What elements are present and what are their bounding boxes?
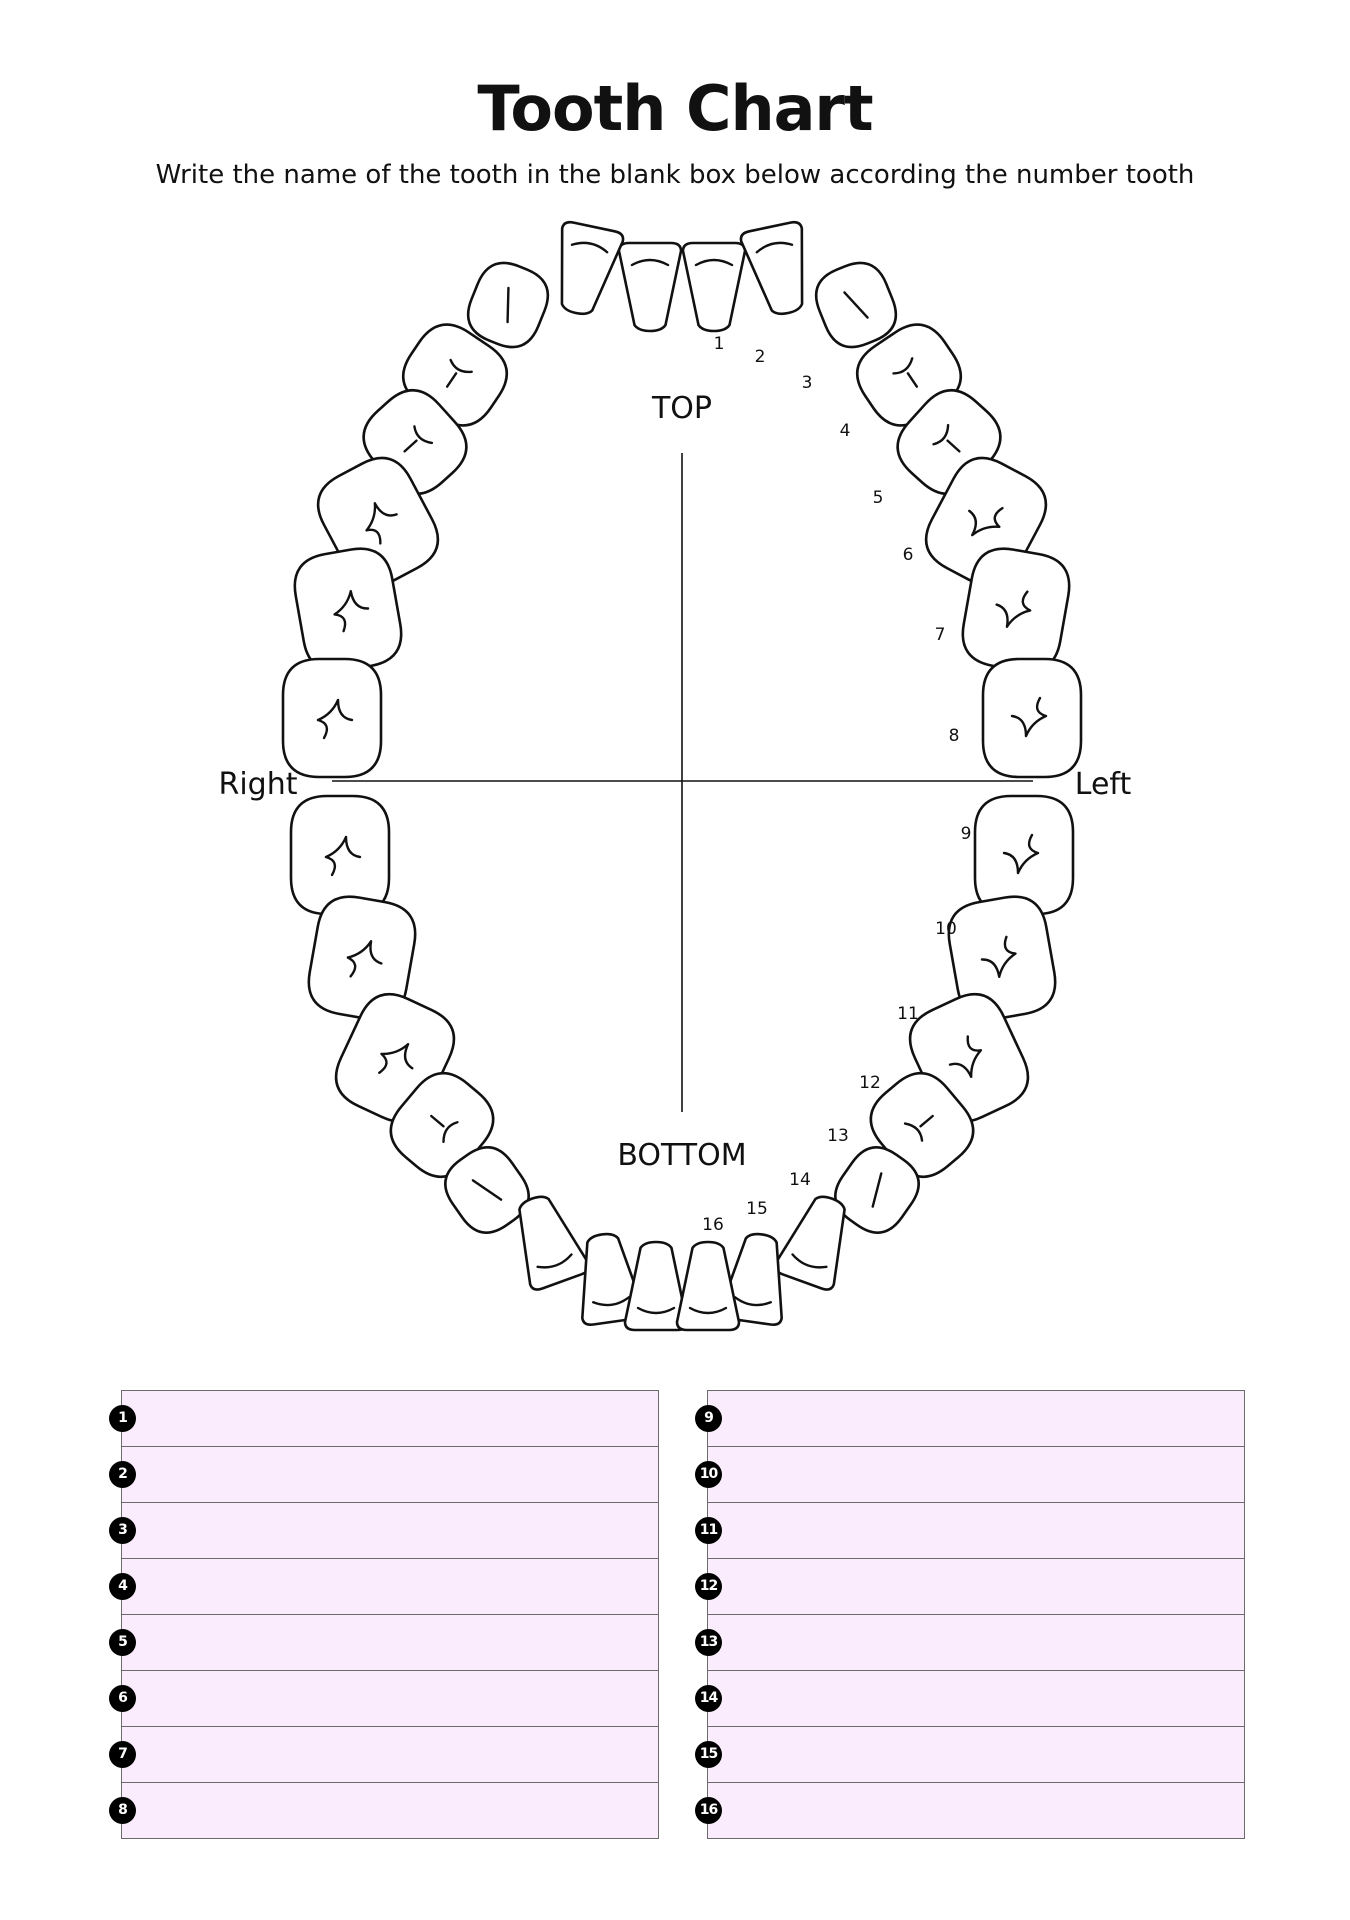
number-badge: 3 <box>109 1517 136 1544</box>
answer-box[interactable]: 8 <box>109 1782 659 1839</box>
answer-box[interactable]: 5 <box>109 1614 659 1670</box>
tooth-number-label: 5 <box>873 488 884 508</box>
tooth <box>869 1071 975 1179</box>
answer-box[interactable]: 15 <box>695 1726 1245 1782</box>
number-badge: 14 <box>695 1685 722 1712</box>
answer-box[interactable]: 16 <box>695 1782 1245 1839</box>
answer-box[interactable]: 13 <box>695 1614 1245 1670</box>
tooth <box>981 657 1083 779</box>
answer-column-left: 1 2 3 4 5 6 7 8 <box>109 1390 659 1839</box>
label-bottom: BOTTOM <box>617 1138 746 1173</box>
number-badge: 4 <box>109 1573 136 1600</box>
number-badge: 13 <box>695 1629 722 1656</box>
answer-box[interactable]: 3 <box>109 1502 659 1558</box>
instructions: Write the name of the tooth in the blank… <box>155 160 1195 190</box>
answer-box[interactable]: 7 <box>109 1726 659 1782</box>
tooth-number-label: 16 <box>702 1215 724 1235</box>
answer-box[interactable]: 2 <box>109 1446 659 1502</box>
tooth-number-label: 12 <box>859 1073 881 1093</box>
number-badge: 16 <box>695 1797 722 1824</box>
tooth-number-label: 14 <box>789 1170 811 1190</box>
tooth-number-label: 11 <box>897 1004 919 1024</box>
tooth-number-label: 3 <box>802 373 813 393</box>
tooth-number-label: 15 <box>746 1199 768 1219</box>
tooth <box>444 1146 530 1234</box>
tooth <box>617 241 683 333</box>
tooth-number-label: 2 <box>755 347 766 367</box>
tooth <box>681 241 747 333</box>
answer-box[interactable]: 12 <box>695 1558 1245 1614</box>
tooth <box>293 547 403 673</box>
number-badge: 5 <box>109 1629 136 1656</box>
tooth-number-label: 1 <box>714 334 725 354</box>
number-badge: 12 <box>695 1573 722 1600</box>
answer-box[interactable]: 10 <box>695 1446 1245 1502</box>
label-left: Left <box>1075 767 1132 802</box>
tooth-number-label: 9 <box>961 824 972 844</box>
tooth <box>834 1146 920 1234</box>
number-badge: 7 <box>109 1741 136 1768</box>
answer-column-right: 9 10 11 12 13 14 15 16 <box>695 1390 1245 1839</box>
answer-box[interactable]: 11 <box>695 1502 1245 1558</box>
number-badge: 1 <box>109 1405 136 1432</box>
number-badge: 11 <box>695 1517 722 1544</box>
teeth-arch <box>281 220 1083 1332</box>
answer-box[interactable]: 6 <box>109 1670 659 1726</box>
answer-box[interactable]: 4 <box>109 1558 659 1614</box>
label-top: TOP <box>651 391 712 426</box>
page-title: Tooth Chart <box>477 72 873 145</box>
tooth <box>773 1195 846 1291</box>
number-badge: 10 <box>695 1461 722 1488</box>
number-badge: 6 <box>109 1685 136 1712</box>
answer-box[interactable]: 14 <box>695 1670 1245 1726</box>
tooth <box>281 657 383 779</box>
answer-box[interactable]: 1 <box>109 1390 659 1446</box>
tooth-number-label: 4 <box>840 421 851 441</box>
tooth <box>961 547 1071 673</box>
tooth <box>973 794 1075 916</box>
tooth <box>739 220 804 316</box>
tooth <box>289 794 391 916</box>
number-badge: 2 <box>109 1461 136 1488</box>
number-badge: 15 <box>695 1741 722 1768</box>
tooth-number-label: 6 <box>903 545 914 565</box>
number-badge: 9 <box>695 1405 722 1432</box>
tooth <box>389 1071 495 1179</box>
answer-box[interactable]: 9 <box>695 1390 1245 1446</box>
tooth <box>675 1240 741 1332</box>
tooth-number-label: 10 <box>935 919 957 939</box>
tooth-number-label: 7 <box>935 625 946 645</box>
label-right: Right <box>219 767 298 802</box>
tooth <box>466 261 550 349</box>
tooth <box>814 261 898 349</box>
number-badge: 8 <box>109 1797 136 1824</box>
tooth-number-label: 13 <box>827 1126 849 1146</box>
tooth <box>560 220 625 316</box>
tooth-number-label: 8 <box>949 726 960 746</box>
